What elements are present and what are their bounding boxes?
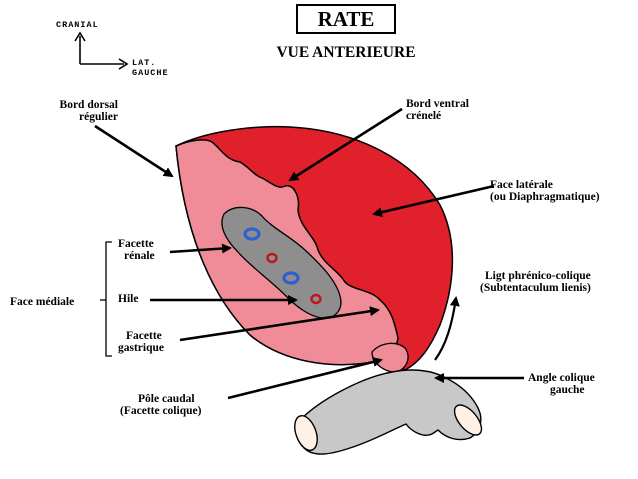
label-bord-dorsal-1: Bord dorsal — [59, 99, 118, 111]
pole-caudal-facet — [371, 342, 409, 373]
label-facette-gastrique-2: gastrique — [118, 342, 164, 354]
leader-face-laterale — [372, 184, 495, 218]
ligament-arrow — [434, 296, 460, 361]
label-bord-ventral-2: crénelé — [406, 110, 442, 122]
artery-2 — [310, 293, 322, 305]
label-pole-caudal-1: Pôle caudal — [138, 393, 195, 405]
leader-pole-caudal — [227, 357, 383, 400]
leader-bord-ventral — [288, 107, 403, 182]
hilum — [221, 206, 342, 319]
label-face-laterale-2: (ou Diaphragmatique) — [490, 191, 600, 203]
label-face-laterale-1: Face latérale — [490, 179, 553, 191]
label-facette-gastrique-1: Facette — [126, 330, 162, 342]
label-pole-caudal-2: (Facette colique) — [120, 405, 202, 417]
label-bord-dorsal-2: régulier — [79, 111, 118, 123]
orientation-axes — [74, 31, 129, 70]
label-face-mediale: Face médiale — [10, 296, 75, 308]
orientation-up-label: CRANIAL — [56, 20, 99, 30]
leader-facette-renale — [169, 243, 232, 254]
leader-lines — [94, 107, 524, 400]
page-title: RATE — [296, 4, 396, 34]
colon-cut-end — [294, 415, 318, 451]
vein-1 — [243, 227, 261, 241]
colon-cut-end-right — [453, 404, 483, 436]
label-ligt-2: (Subtentaculum lienis) — [480, 282, 591, 294]
label-hile: Hile — [118, 293, 139, 305]
label-ligt-1: Ligt phrénico-colique — [485, 270, 591, 282]
page-subtitle: VUE ANTERIEURE — [276, 44, 416, 61]
leader-bord-dorsal — [94, 124, 174, 178]
label-facette-renale-2: rénale — [124, 250, 155, 262]
leader-facette-gastrique — [179, 306, 380, 342]
vein-2 — [282, 271, 300, 285]
hilum-vessels — [243, 227, 322, 305]
colon-angle — [295, 369, 482, 455]
label-angle-colique-2: gauche — [550, 384, 585, 396]
face-mediale-bracket — [100, 241, 112, 357]
artery-1 — [266, 252, 278, 264]
label-facette-renale-1: Facette — [118, 238, 154, 250]
orientation-right-label-2: GAUCHE — [132, 68, 169, 78]
label-bord-ventral-1: Bord ventral — [406, 98, 469, 110]
label-angle-colique-1: Angle colique — [528, 372, 595, 384]
orientation-right-label-1: LAT. — [132, 58, 157, 68]
